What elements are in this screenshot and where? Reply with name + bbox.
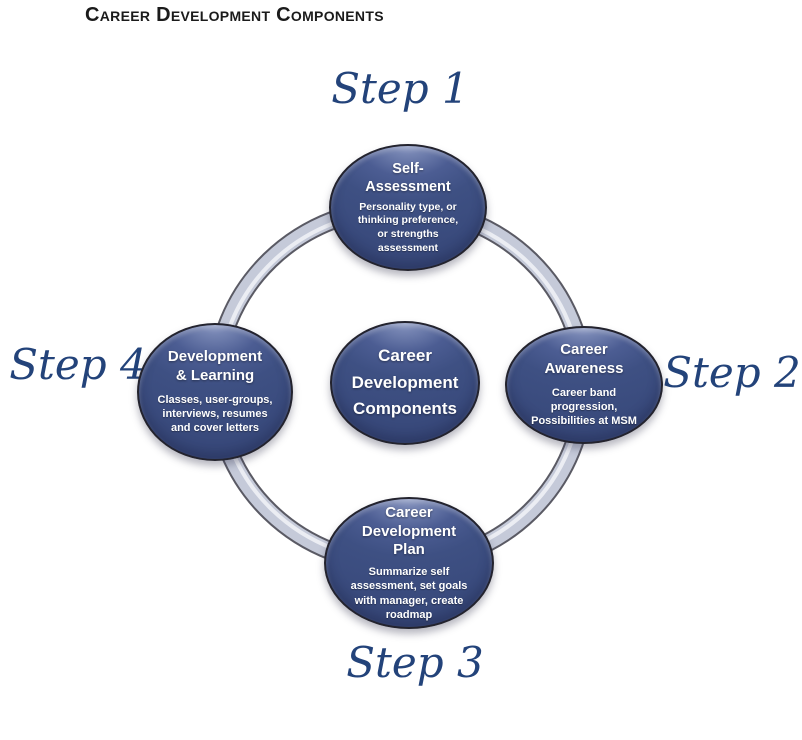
node-description: Classes, user-groups, interviews, resume… [157,393,273,435]
step-label-2: Step 2 [663,348,801,397]
node-title: Career Development Plan [361,503,457,559]
step-label-3: Step 3 [346,638,484,687]
page-title: Career Development Components [85,4,384,26]
center-title: Career Development Components [351,346,459,419]
node-title: Development & Learning [167,348,263,385]
step-label-1: Step 1 [331,64,469,113]
step-label-4: Step 4 [9,340,147,389]
node-center: Career Development Components [330,321,480,445]
node-career-development-plan: Career Development Plan Summarize self a… [324,497,494,629]
node-title: Career Awareness [544,341,624,378]
node-self-assessment: Self- Assessment Personality type, or th… [329,144,487,271]
node-career-awareness: Career Awareness Career band progression… [505,326,663,444]
node-description: Personality type, or thinking preference… [357,200,459,254]
node-description: Career band progression, Possibilities a… [531,386,637,428]
node-development-and-learning: Development & Learning Classes, user-gro… [137,323,293,461]
node-description: Summarize self assessment, set goals wit… [350,566,468,621]
node-title: Self- Assessment [365,160,451,195]
